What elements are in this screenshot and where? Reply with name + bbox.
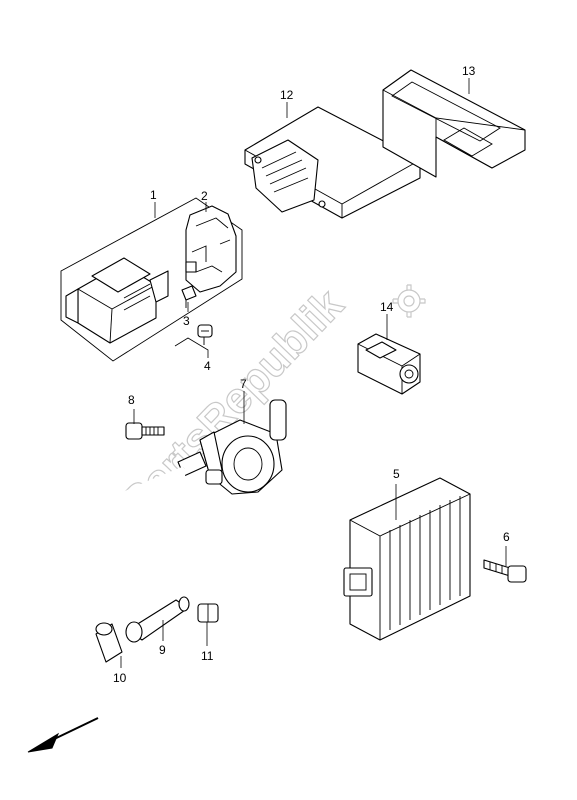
callout-13: 13 bbox=[462, 64, 476, 78]
relay-cover-part-2[interactable] bbox=[185, 205, 237, 293]
callout-8: 8 bbox=[128, 393, 135, 407]
callout-11: 11 bbox=[201, 649, 214, 663]
cap-part-10[interactable] bbox=[95, 622, 123, 663]
callout-9: 9 bbox=[159, 643, 166, 657]
screw-part-4[interactable] bbox=[197, 324, 213, 345]
front-direction-arrow-icon bbox=[27, 717, 99, 753]
callout-1: 1 bbox=[150, 188, 157, 202]
callout-14: 14 bbox=[380, 300, 394, 314]
callout-4: 4 bbox=[204, 359, 211, 373]
callout-7: 7 bbox=[240, 377, 247, 391]
callout-5: 5 bbox=[393, 467, 400, 481]
bolt-part-8[interactable] bbox=[125, 422, 165, 440]
ignition-coil-part-7[interactable] bbox=[177, 399, 287, 495]
ecu-cover-part-13[interactable] bbox=[382, 69, 526, 178]
terminal-part-3[interactable] bbox=[181, 285, 197, 308]
callout-labels: 1 2 3 4 5 6 7 8 9 10 11 12 13 14 bbox=[113, 64, 510, 685]
bolt-part-6[interactable] bbox=[483, 559, 527, 583]
connector-part-14[interactable] bbox=[357, 333, 421, 395]
callout-6: 6 bbox=[503, 530, 510, 544]
callout-10: 10 bbox=[113, 671, 127, 685]
relay-kit-outline bbox=[60, 197, 243, 362]
callout-2: 2 bbox=[201, 189, 208, 203]
joint-part-11[interactable] bbox=[197, 603, 219, 623]
relay-part-1[interactable] bbox=[60, 197, 243, 362]
regulator-part-5[interactable] bbox=[343, 477, 471, 641]
high-tension-lead bbox=[91, 466, 273, 630]
watermark-gear-icon bbox=[392, 284, 426, 318]
callout-12: 12 bbox=[280, 88, 294, 102]
leader-lines bbox=[120, 78, 507, 668]
callout-3: 3 bbox=[183, 314, 190, 328]
ecu-part-12[interactable] bbox=[244, 106, 421, 219]
plug-cap-part-9[interactable] bbox=[125, 596, 190, 643]
